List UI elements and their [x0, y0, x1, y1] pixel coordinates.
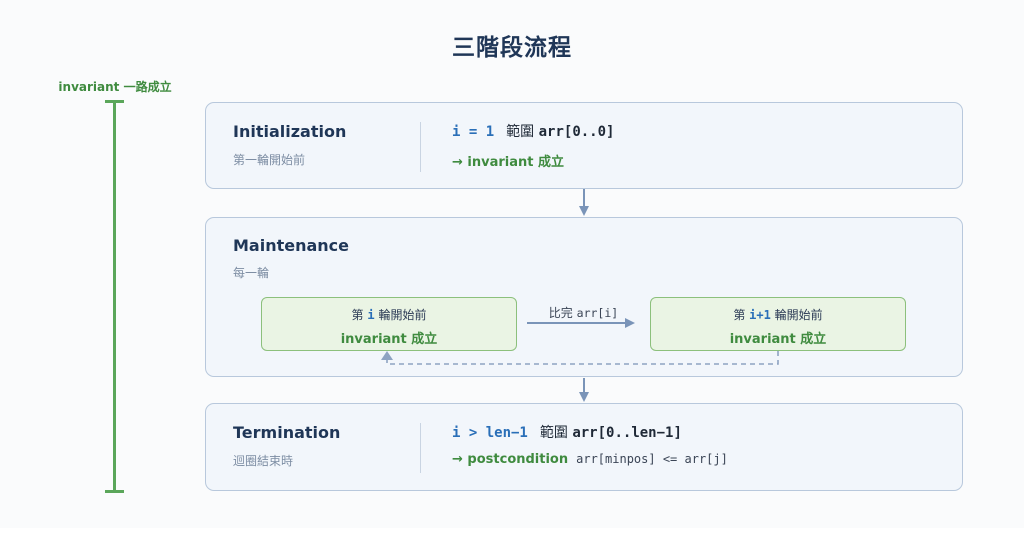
transition-text: 比完	[548, 306, 573, 320]
loop-var-code: i > len−1	[452, 425, 528, 441]
iteration-prefix: 第	[351, 308, 364, 322]
range-label: 範圍	[539, 425, 568, 441]
iteration-label: 第 i 輪開始前	[262, 306, 516, 323]
stage-termination: Termination 迴圈結束時 i > len−1 範圍 arr[0..len…	[205, 403, 963, 491]
stage-divider	[420, 423, 421, 473]
invariant-label: invariant 一路成立	[58, 80, 172, 94]
iteration-prefix: 第	[733, 308, 746, 322]
transition-code: arr[i]	[576, 306, 619, 320]
stage-name: Maintenance	[233, 236, 350, 255]
loop-var-code: i = 1	[452, 124, 495, 140]
stage-subtitle: 迴圈結束時	[233, 454, 294, 468]
stage-result: → postcondition arr[minpos] <= arr[j]	[452, 452, 728, 467]
range-code: arr[0..len−1]	[572, 425, 682, 441]
iteration-var-code: i	[367, 308, 375, 322]
iteration-box-after: 第 i+1 輪開始前 invariant 成立	[650, 297, 906, 351]
stage-name: Termination	[233, 423, 341, 442]
invariant-bracket-bottom	[105, 490, 124, 493]
range-label: 範圍	[506, 124, 535, 140]
transition-label: 比完 arr[i]	[517, 304, 650, 321]
stage-condition: i = 1 範圍 arr[0..0]	[452, 121, 614, 141]
range-code: arr[0..0]	[538, 124, 615, 140]
postcondition-label: → postcondition	[452, 452, 569, 467]
bottom-strip	[0, 528, 1024, 543]
iteration-label: 第 i+1 輪開始前	[651, 306, 905, 323]
stage-name: Initialization	[233, 122, 347, 141]
iteration-suffix: 輪開始前	[378, 308, 427, 322]
iteration-status: invariant 成立	[729, 332, 827, 347]
stage-subtitle: 第一輪開始前	[233, 153, 306, 167]
stage-condition: i > len−1 範圍 arr[0..len−1]	[452, 422, 682, 442]
iteration-status: invariant 成立	[340, 332, 438, 347]
postcondition-code: arr[minpos] <= arr[j]	[576, 452, 728, 466]
stage-result: → invariant 成立	[452, 155, 565, 170]
stage-subtitle: 每一輪	[233, 266, 270, 280]
invariant-bracket	[113, 101, 116, 492]
stage-maintenance: Maintenance 每一輪 第 i 輪開始前 invariant 成立 比完…	[205, 217, 963, 377]
iteration-suffix: 輪開始前	[774, 308, 823, 322]
stage-divider	[420, 122, 421, 172]
diagram-title: 三階段流程	[452, 35, 572, 61]
iteration-var-code: i+1	[749, 308, 771, 322]
iteration-box-before: 第 i 輪開始前 invariant 成立	[261, 297, 517, 351]
